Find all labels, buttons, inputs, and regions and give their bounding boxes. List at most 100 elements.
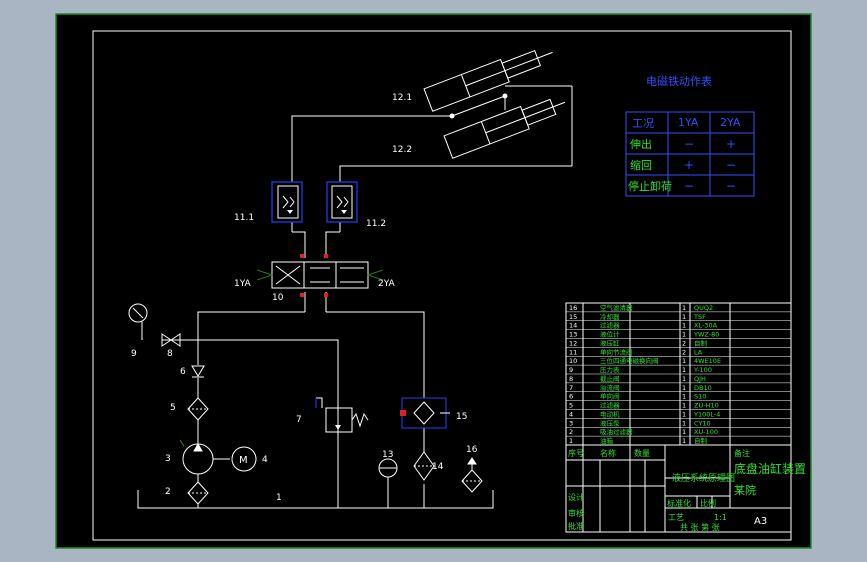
parts-cell-qty: 1 bbox=[682, 393, 686, 401]
parts-cell-spec: ZU-H10 bbox=[694, 402, 719, 410]
shutoff-valve-8 bbox=[161, 333, 181, 347]
parts-cell-qty: 2 bbox=[682, 348, 686, 356]
check-valve-6 bbox=[191, 365, 205, 378]
label-16: 16 bbox=[466, 445, 478, 455]
parts-cell-name: 电动机 bbox=[600, 409, 620, 418]
checker-label: 审核 bbox=[568, 508, 584, 518]
pressure-gauge-9 bbox=[128, 303, 148, 323]
pump-3 bbox=[179, 439, 230, 475]
port-marker bbox=[324, 254, 328, 258]
parts-cell-spec: QUQ2 bbox=[694, 304, 713, 312]
motor-4 bbox=[231, 446, 257, 472]
parts-cell-qty: 1 bbox=[682, 375, 686, 383]
parts-cell-name: 吸油过滤器 bbox=[600, 427, 633, 436]
label-2ya: 2YA bbox=[378, 279, 396, 289]
parts-cell-name: 过滤器 bbox=[600, 321, 620, 330]
table-row-label: 缩回 bbox=[630, 159, 652, 172]
label-9: 9 bbox=[131, 349, 137, 359]
label-11-2: 11.2 bbox=[366, 219, 386, 229]
parts-cell-qty: 1 bbox=[682, 366, 686, 374]
approve-label: 批准 bbox=[568, 521, 584, 531]
label-10: 10 bbox=[272, 293, 284, 303]
label-1ya: 1YA bbox=[234, 279, 252, 289]
parts-cell-name: 单向节流阀 bbox=[600, 347, 633, 356]
label-1: 1 bbox=[276, 493, 282, 503]
drawing-sheet bbox=[55, 13, 812, 549]
parts-cell-spec: YWZ-80 bbox=[693, 331, 719, 339]
parts-cell-spec: CY10 bbox=[694, 419, 711, 427]
parts-cell-spec: S10 bbox=[694, 393, 706, 401]
parts-cell-qty: 1 bbox=[682, 357, 686, 365]
parts-cell-no: 6 bbox=[569, 393, 573, 401]
parts-cell-no: 7 bbox=[569, 384, 573, 392]
port-marker bbox=[324, 293, 328, 297]
parts-cell-spec: DB10 bbox=[694, 384, 712, 392]
parts-cell-spec: XU-100 bbox=[694, 428, 718, 436]
parts-cell-qty: 1 bbox=[682, 384, 686, 392]
table-cell: + bbox=[684, 158, 694, 172]
parts-cell-qty: 1 bbox=[682, 437, 686, 445]
parts-cell-name: 溢流阀 bbox=[600, 383, 620, 392]
hydraulic-lines bbox=[137, 115, 572, 509]
parts-cell-qty: 1 bbox=[682, 402, 686, 410]
cylinder-12-2 bbox=[443, 98, 566, 159]
port-marker bbox=[300, 254, 304, 258]
table-row-label: 伸出 bbox=[630, 137, 652, 151]
parts-cell-name: 压力表 bbox=[600, 365, 620, 374]
table-header-condition: 工况 bbox=[632, 117, 654, 130]
parts-cell-name: 截止阀 bbox=[600, 374, 620, 383]
parts-cell-spec: 4WE10E bbox=[694, 357, 721, 365]
title-block-text: 液压系统原理图 底盘油缸装置 某院 A3 设计 审核 批准 标准化 比例 工艺 … bbox=[568, 448, 806, 532]
parts-cell-no: 11 bbox=[569, 348, 577, 356]
table-cell: − bbox=[684, 137, 694, 151]
parts-cell-no: 12 bbox=[569, 339, 577, 347]
parts-cell-no: 1 bbox=[569, 437, 573, 445]
air-filter-16 bbox=[461, 457, 483, 493]
solenoid-action-table: 电磁铁动作表 工况 1YA 2YA 伸出 缩回 停止卸荷 − + + − − − bbox=[625, 74, 755, 197]
parts-cell-spec: 自制 bbox=[694, 338, 708, 347]
throttle-check-valve-11-2 bbox=[326, 181, 358, 223]
parts-cell-no: 8 bbox=[569, 375, 573, 383]
drawing-name: 液压系统原理图 bbox=[672, 472, 735, 484]
parts-cell-qty: 1 bbox=[682, 313, 686, 321]
parts-cell-name: 过滤器 bbox=[600, 401, 620, 410]
label-6: 6 bbox=[180, 367, 186, 377]
parts-cell-no: 5 bbox=[569, 402, 573, 410]
label-13: 13 bbox=[382, 450, 393, 460]
cylinder-12-1 bbox=[423, 50, 553, 112]
parts-cell-spec: XL-30A bbox=[694, 322, 718, 330]
port-marker bbox=[300, 293, 304, 297]
label-5: 5 bbox=[170, 403, 176, 413]
label-8: 8 bbox=[167, 349, 173, 359]
parts-cell-spec: LA bbox=[694, 348, 703, 356]
label-7: 7 bbox=[296, 415, 302, 425]
header-qty: 数量 bbox=[634, 448, 650, 458]
cylinders-12 bbox=[423, 50, 573, 166]
designer-label: 设计 bbox=[568, 492, 584, 502]
parts-cell-name: 三位四通电磁换向阀 bbox=[600, 356, 659, 365]
parts-cell-no: 2 bbox=[569, 428, 573, 436]
parts-cell-no: 4 bbox=[569, 410, 573, 418]
parts-cell-qty: 1 bbox=[682, 304, 686, 312]
label-11-1: 11.1 bbox=[234, 213, 254, 223]
sheet-count: 共 张 第 张 bbox=[680, 522, 720, 532]
process-label: 工艺 bbox=[668, 513, 684, 522]
parts-cell-name: 液压缸 bbox=[600, 338, 620, 347]
label-2: 2 bbox=[165, 487, 171, 497]
throttle-check-valve-11-1 bbox=[271, 181, 303, 223]
parts-cell-name: 油箱 bbox=[600, 436, 614, 445]
label-4: 4 bbox=[262, 455, 268, 465]
scale-label: 比例 bbox=[700, 498, 716, 508]
component-labels: 1 2 3 4 5 6 7 8 9 10 11.1 11.2 12.1 12.2… bbox=[131, 93, 478, 503]
label-12-1: 12.1 bbox=[392, 93, 412, 103]
header-no: 序号 bbox=[568, 448, 584, 458]
table-row-label: 停止卸荷 bbox=[628, 179, 672, 193]
standard-label: 标准化 bbox=[667, 498, 691, 508]
parts-cell-spec: TSF bbox=[693, 313, 706, 321]
table-cell: − bbox=[726, 179, 736, 193]
level-gauge-13 bbox=[378, 458, 398, 508]
parts-cell-no: 13 bbox=[569, 331, 577, 339]
parts-cell-qty: 1 bbox=[682, 410, 686, 418]
